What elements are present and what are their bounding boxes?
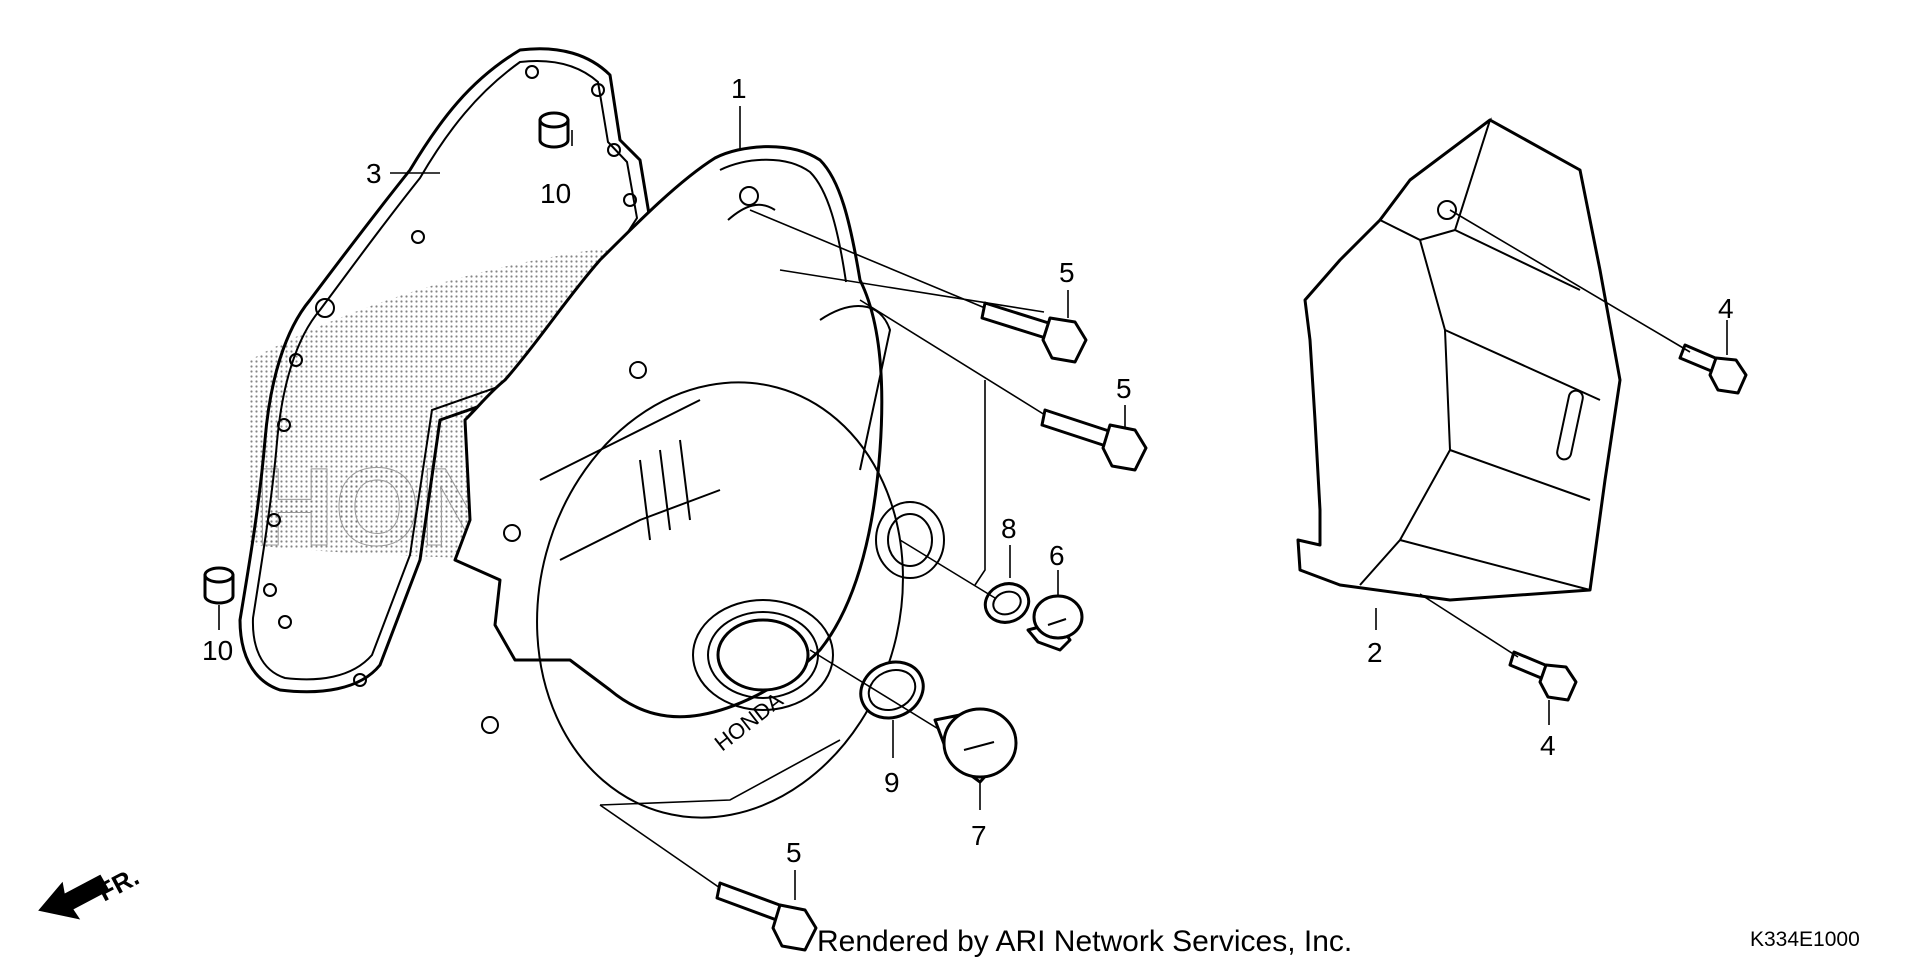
dowel-pin-bottom (203, 566, 235, 605)
callout-5-middle: 5 (1116, 373, 1132, 404)
callout-10-bottom: 10 (202, 635, 233, 666)
callout-3: 3 (366, 158, 382, 189)
front-direction-indicator: FR. (38, 861, 144, 920)
callout-7: 7 (971, 820, 987, 851)
bolt-part-5-lower (715, 881, 818, 952)
callout-8: 8 (1001, 513, 1017, 544)
diagram-code: K334E1000 (1750, 928, 1860, 951)
bolt-part-4-right (1678, 343, 1748, 395)
front-direction-label: FR. (93, 861, 144, 907)
leader-lines (218, 106, 1728, 900)
callouts: 1 2 3 4 4 5 5 5 6 7 8 9 10 10 (202, 73, 1734, 868)
plug-part-6 (1026, 594, 1084, 652)
callout-4-right: 4 (1718, 293, 1734, 324)
render-credit: Rendered by ARI Network Services, Inc. (817, 925, 1352, 958)
bolt-part-5-middle (1040, 408, 1148, 472)
o-ring-part-9 (859, 660, 925, 720)
callout-9: 9 (884, 767, 900, 798)
callout-1: 1 (731, 73, 747, 104)
callout-10-top: 10 (540, 178, 571, 209)
callout-2: 2 (1367, 637, 1383, 668)
front-arrow-icon (38, 874, 110, 920)
sprocket-cover-part-2 (1296, 117, 1622, 602)
plug-part-7 (933, 707, 1018, 784)
callout-5-lower: 5 (786, 837, 802, 868)
callout-4-lower: 4 (1540, 730, 1556, 761)
callout-5-upper: 5 (1059, 257, 1075, 288)
dowel-pin-top (538, 111, 570, 149)
bolt-part-4-lower (1508, 650, 1578, 702)
o-ring-part-8 (983, 582, 1031, 624)
bolt-part-5-upper (980, 301, 1088, 364)
crankcase-cover-part-1: HONDA (453, 145, 945, 819)
callout-6: 6 (1049, 540, 1065, 571)
